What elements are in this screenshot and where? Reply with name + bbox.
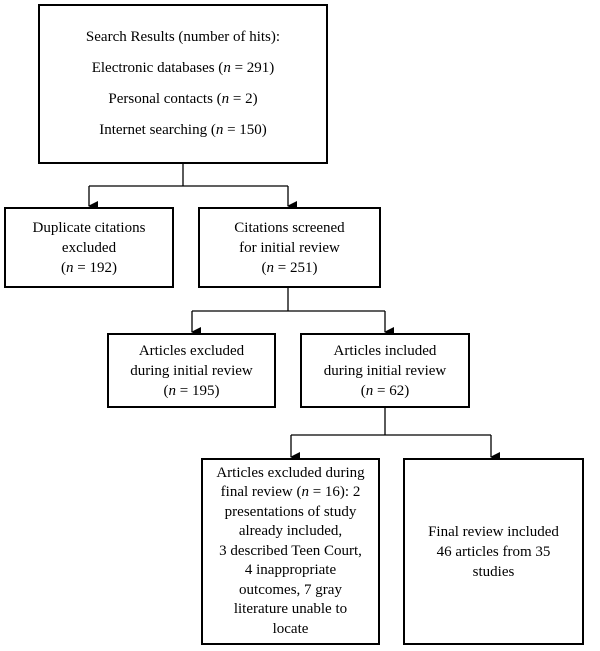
line-suffix: = 251)	[274, 259, 318, 276]
line-italic: n	[301, 484, 309, 501]
search-results-box: Search Results (number of hits): Electron…	[38, 4, 328, 164]
line-suffix: = 62)	[373, 382, 410, 399]
citations-screened-box: Citations screened for initial review (n =…	[198, 207, 381, 288]
box-text-line: (n = 192)	[61, 258, 117, 278]
line-prefix: locate	[272, 620, 309, 637]
line-italic: n	[215, 122, 224, 138]
box-text-line: Final review included	[428, 522, 559, 542]
articles-excluded-final-box: Articles excluded during final review (n …	[201, 458, 380, 645]
box-text-line: 3 described Teen Court,	[219, 542, 362, 562]
line-prefix: Internet searching (	[99, 122, 216, 138]
line-prefix: Final review included	[428, 523, 559, 540]
line-suffix: = 192)	[73, 259, 117, 276]
line-italic: n	[223, 60, 231, 76]
box-text-line: for initial review	[239, 238, 340, 258]
box-text-line: 46 articles from 35	[437, 542, 551, 562]
line-prefix: literature unable to	[233, 601, 348, 618]
line-prefix: (	[261, 259, 267, 276]
line-prefix: 4 inappropriate	[244, 562, 337, 579]
line-suffix: = 16): 2	[308, 484, 361, 501]
box-text-line: outcomes, 7 gray	[239, 581, 342, 601]
box-text-line: locate	[273, 620, 309, 640]
box-text-line: Search Results (number of hits):	[86, 22, 280, 53]
line-prefix: final review (	[220, 484, 302, 501]
line-prefix: (	[360, 382, 366, 399]
line-italic: n	[365, 382, 374, 399]
line-italic: n	[266, 259, 275, 276]
box-text-line: during initial review	[130, 361, 252, 381]
box-text-line: Duplicate citations	[33, 218, 146, 238]
box-text-line: literature unable to	[234, 600, 347, 620]
line-prefix: Articles excluded during	[216, 464, 365, 481]
line-suffix: = 2)	[229, 91, 258, 107]
line-prefix: (	[61, 259, 67, 276]
line-italic: n	[66, 259, 74, 276]
line-prefix: already included,	[238, 523, 343, 540]
box-text-line: 4 inappropriate	[245, 561, 336, 581]
line-prefix: for initial review	[239, 239, 340, 256]
box-text-line: (n = 62)	[361, 381, 409, 401]
connector-screened-split	[191, 288, 394, 337]
box-text-line: Citations screened	[234, 218, 344, 238]
connector-search-split	[88, 164, 297, 211]
line-prefix: 46 articles from 35	[436, 543, 551, 560]
connector-included-split	[290, 408, 500, 462]
box-text-line: (n = 195)	[164, 381, 220, 401]
line-prefix: during initial review	[130, 362, 253, 379]
line-prefix: Articles excluded	[138, 342, 245, 359]
line-suffix: = 150)	[223, 122, 267, 138]
line-prefix: Electronic databases (	[91, 60, 224, 76]
box-text-line: excluded	[62, 238, 116, 258]
box-text-line: (n = 251)	[262, 258, 318, 278]
line-prefix: Duplicate citations	[32, 219, 146, 236]
line-prefix: 3 described Teen Court,	[219, 542, 362, 559]
articles-included-initial-box: Articles included during initial review (n…	[300, 333, 470, 408]
line-italic: n	[168, 382, 177, 399]
box-text-line: Electronic databases (n = 291)	[92, 53, 275, 84]
line-prefix: Search Results (number of hits):	[85, 29, 281, 45]
line-italic: n	[221, 91, 230, 107]
box-text-line: Personal contacts (n = 2)	[108, 84, 257, 115]
box-text-line: Articles included	[334, 341, 437, 361]
box-text-line: studies	[473, 562, 515, 582]
box-text-line: presentations of study	[225, 503, 357, 523]
line-prefix: studies	[472, 563, 515, 580]
line-prefix: Citations screened	[234, 219, 345, 236]
box-text-line: Internet searching (n = 150)	[99, 115, 267, 146]
box-text-line: Articles excluded during	[216, 464, 364, 484]
line-prefix: (	[163, 382, 169, 399]
line-suffix: = 291)	[230, 60, 275, 76]
line-suffix: = 195)	[176, 382, 220, 399]
line-prefix: during initial review	[323, 362, 447, 379]
articles-excluded-initial-box: Articles excluded during initial review (n…	[107, 333, 276, 408]
box-text-line: Articles excluded	[139, 341, 244, 361]
duplicate-citations-box: Duplicate citations excluded (n = 192)	[4, 207, 174, 288]
final-review-included-box: Final review included 46 articles from 35…	[403, 458, 584, 645]
line-prefix: excluded	[61, 239, 117, 256]
line-prefix: Articles included	[333, 342, 437, 359]
line-prefix: outcomes, 7 gray	[239, 581, 342, 598]
box-text-line: final review (n = 16): 2	[221, 483, 361, 503]
box-text-line: already included,	[239, 522, 342, 542]
box-text-line: during initial review	[324, 361, 446, 381]
line-prefix: Personal contacts (	[108, 91, 222, 107]
line-prefix: presentations of study	[224, 503, 357, 520]
